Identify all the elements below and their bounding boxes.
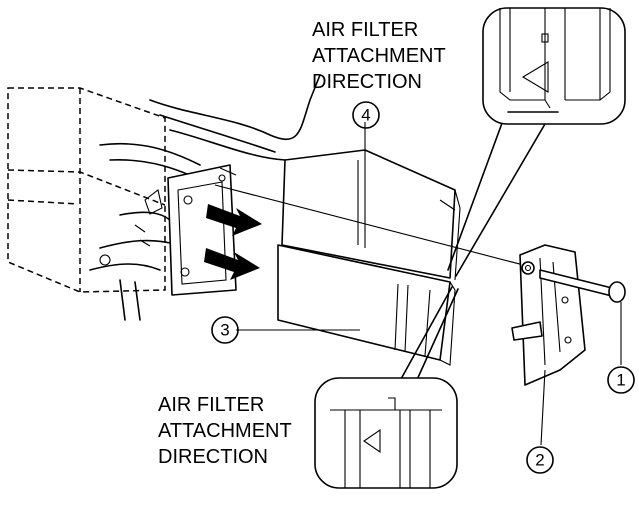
lower-air-filter <box>277 244 456 366</box>
bottom-direction-line-2: ATTACHMENT <box>158 420 292 442</box>
top-direction-line-2: ATTACHMENT <box>312 45 446 67</box>
callout-3-label: 3 <box>220 321 229 340</box>
dashboard-structure <box>89 74 321 321</box>
filter-cover <box>511 244 586 386</box>
upper-air-filter <box>281 149 461 281</box>
insertion-arrows <box>204 204 262 280</box>
alignment-line <box>214 184 536 269</box>
bottom-direction-line-3: DIRECTION <box>158 446 268 468</box>
callout-2-label: 2 <box>535 451 544 470</box>
dashed-housing <box>7 87 166 293</box>
bottom-direction-label: AIR FILTER ATTACHMENT DIRECTION <box>158 394 292 468</box>
top-direction-line-1: AIR FILTER <box>312 19 418 41</box>
top-direction-line-3: DIRECTION <box>312 71 422 93</box>
callout-4-label: 4 <box>361 106 370 125</box>
callout-4: 4 <box>352 101 380 129</box>
leader-lines <box>236 111 622 446</box>
filter-housing-frame <box>167 164 237 296</box>
callout-3: 3 <box>211 316 239 344</box>
callout-1-label: 1 <box>616 371 625 390</box>
bottom-direction-line-1: AIR FILTER <box>158 394 264 416</box>
callout-1: 1 <box>607 366 635 394</box>
callout-2: 2 <box>526 446 554 474</box>
top-direction-label: AIR FILTER ATTACHMENT DIRECTION <box>312 19 446 93</box>
bottom-detail-inset <box>314 377 458 489</box>
top-detail-inset <box>482 7 626 125</box>
bolt <box>539 269 626 303</box>
